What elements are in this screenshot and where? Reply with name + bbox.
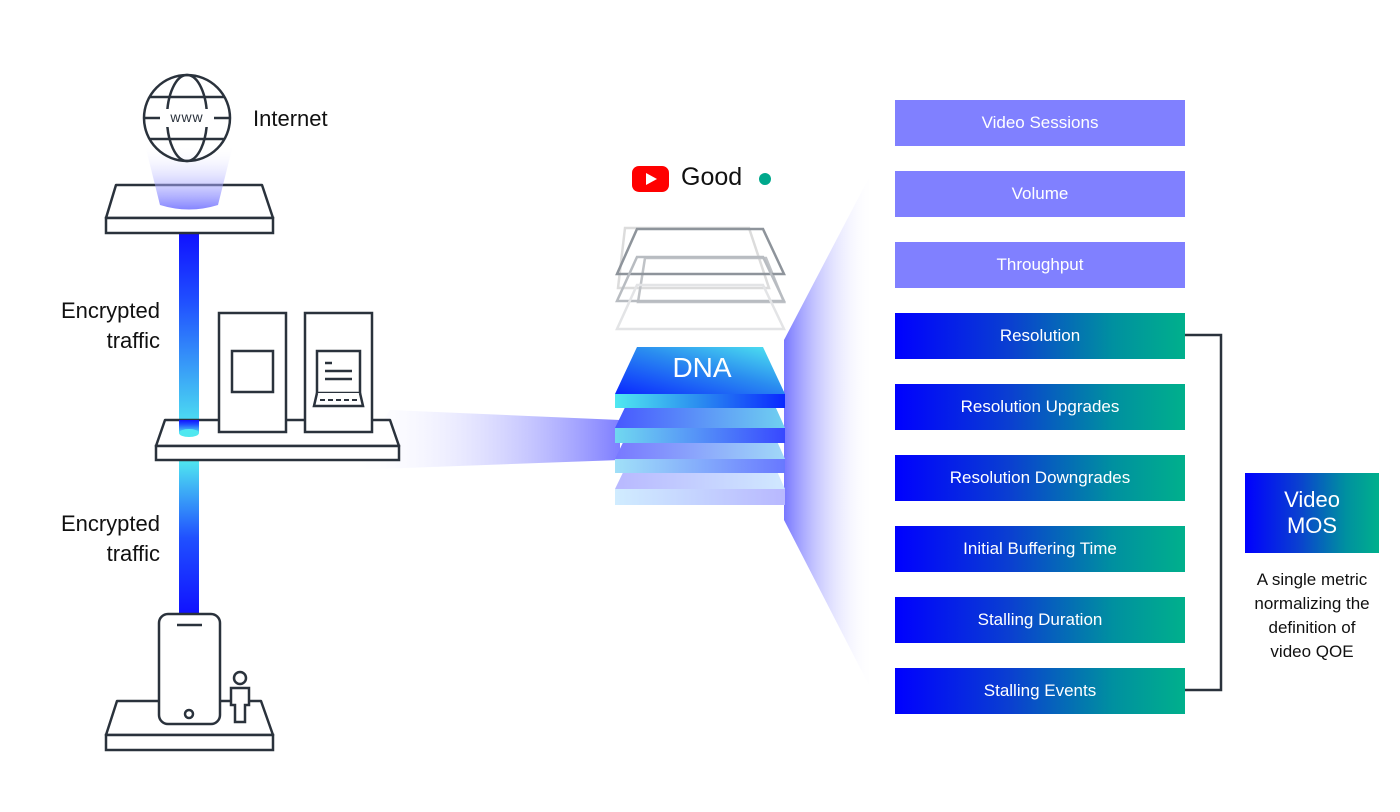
smartphone-icon xyxy=(157,612,222,726)
metric-resolution-downgrades: Resolution Downgrades xyxy=(895,455,1185,501)
lower-link-label-line1: Encrypted xyxy=(60,511,160,536)
upper-link-label: Encrypted traffic xyxy=(20,296,160,356)
lower-link-label: Encrypted traffic xyxy=(20,509,160,569)
status-label: Good xyxy=(681,163,743,191)
metric-video-sessions: Video Sessions xyxy=(895,100,1185,146)
pipe-upper xyxy=(179,232,199,437)
upper-link-label-line1: Encrypted xyxy=(60,298,160,323)
metric-stalling-events: Stalling Events xyxy=(895,668,1185,714)
caption-line1: A single metric xyxy=(1256,570,1368,589)
caption-line2: normalizing the xyxy=(1254,594,1370,613)
video-mos-title-line2: MOS xyxy=(1286,513,1338,538)
dna-stack xyxy=(615,347,785,505)
ghost-layers xyxy=(615,226,786,331)
globe-www-icon xyxy=(142,73,232,163)
video-mos-caption: A single metric normalizing the definiti… xyxy=(1232,568,1392,664)
side-beam xyxy=(350,410,620,470)
www-text: www xyxy=(170,109,204,125)
laptop-icon xyxy=(303,311,374,434)
metric-resolution: Resolution xyxy=(895,313,1185,359)
upper-link-label-line2: traffic xyxy=(106,328,160,353)
server-icon xyxy=(217,311,288,434)
metric-volume: Volume xyxy=(895,171,1185,217)
dna-label: DNA xyxy=(672,352,732,383)
fan-beam xyxy=(784,168,874,695)
internet-beam xyxy=(145,145,233,210)
youtube-icon xyxy=(632,166,669,192)
caption-line3: definition of xyxy=(1268,618,1356,637)
metric-throughput: Throughput xyxy=(895,242,1185,288)
status-indicator-dot xyxy=(759,173,771,185)
pipe-lower xyxy=(179,460,199,616)
qoe-bracket xyxy=(1185,333,1223,692)
lower-link-label-line2: traffic xyxy=(106,541,160,566)
video-mos-box: Video MOS xyxy=(1245,473,1379,553)
internet-label: Internet xyxy=(253,106,328,131)
metric-initial-buffering-time: Initial Buffering Time xyxy=(895,526,1185,572)
caption-line4: video QOE xyxy=(1270,642,1354,661)
metric-stalling-duration: Stalling Duration xyxy=(895,597,1185,643)
user-icon xyxy=(229,670,251,724)
metric-resolution-upgrades: Resolution Upgrades xyxy=(895,384,1185,430)
video-mos-title-line1: Video xyxy=(1284,487,1340,512)
